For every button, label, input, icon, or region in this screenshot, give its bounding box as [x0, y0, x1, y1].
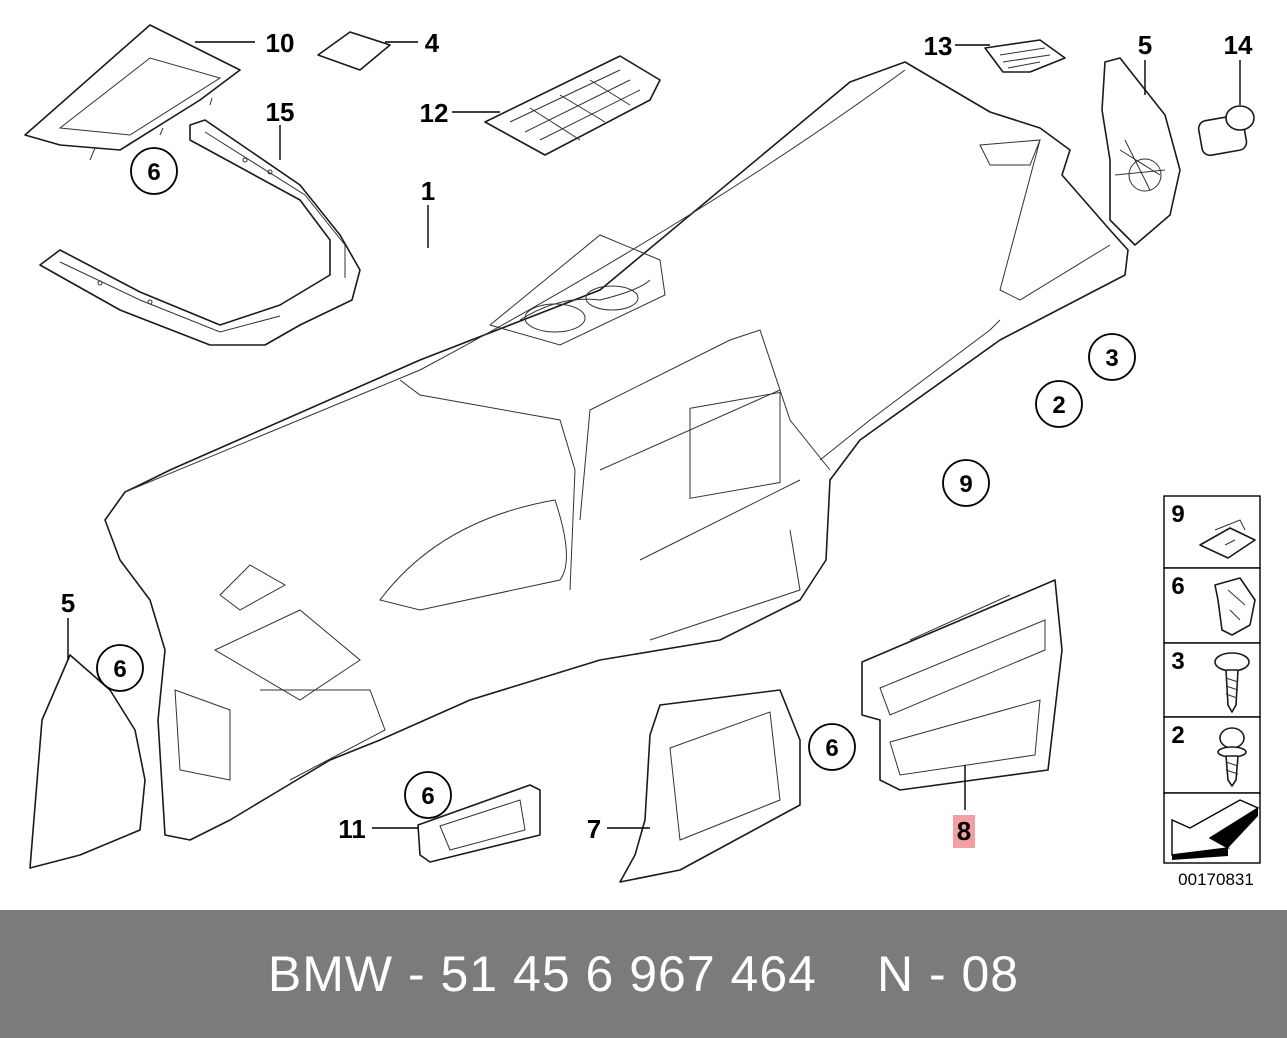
collar-screw-icon	[1217, 727, 1247, 787]
sticker-pad	[317, 31, 391, 71]
callout-12: 12	[420, 98, 449, 128]
callout-7: 7	[587, 814, 601, 844]
end-cover-left	[29, 654, 146, 869]
dashboard-panel	[104, 61, 1129, 841]
air-vent	[984, 39, 1066, 73]
part-number-banner: BMW - 51 45 6 967 464 N - 08	[0, 910, 1287, 1038]
speaker-grille	[484, 55, 661, 156]
flange-screw-icon	[1214, 652, 1250, 713]
callout-8-highlight	[953, 815, 975, 848]
callout-14: 14	[1224, 30, 1253, 60]
callout-1: 1	[421, 176, 435, 206]
callout-6-top: 6	[147, 159, 160, 186]
circled-callouts: 6 6 6 6 3 2 9	[96, 147, 1136, 819]
callout-labels: 1 4 5 5 7 10 11 12 13 14 15 8	[61, 28, 1253, 848]
clip-nut-icon	[1199, 519, 1256, 559]
callout-5-right: 5	[1138, 30, 1152, 60]
callout-13: 13	[924, 31, 953, 61]
diagram-id: 00170831	[1178, 870, 1254, 889]
callout-2: 2	[1052, 392, 1065, 419]
callout-5-left: 5	[61, 588, 75, 618]
callout-15: 15	[266, 97, 295, 127]
callout-4: 4	[425, 28, 440, 58]
callout-10: 10	[266, 28, 295, 58]
callout-8: 8	[957, 816, 971, 846]
spring-clip-icon	[1214, 577, 1256, 636]
callout-6-lower: 6	[421, 783, 434, 810]
legend-number-flange-screw: 3	[1171, 648, 1184, 675]
callout-6-left: 6	[113, 656, 126, 683]
callout-3: 3	[1105, 345, 1118, 372]
lock-cylinder	[1197, 105, 1255, 157]
diagram-position: N - 08	[876, 946, 1020, 1002]
end-cover-right	[1101, 57, 1181, 246]
callout-11: 11	[338, 814, 366, 844]
console-panel	[861, 579, 1063, 791]
carrier-bracket	[39, 119, 361, 346]
trim-frame-lower	[619, 689, 801, 883]
legend-number-collar-screw: 2	[1171, 722, 1184, 749]
callout-6-console: 6	[825, 735, 838, 762]
hardware-legend: 9 6 3 2 00170831	[1163, 495, 1261, 889]
trim-frame	[24, 24, 241, 161]
direction-arrow-icon	[1171, 799, 1260, 860]
callout-9: 9	[959, 471, 972, 498]
parts-diagram: 1 4 5 5 7 10 11 12 13 14 15 8 6 6 6 6 3 …	[24, 24, 1261, 889]
part-number: BMW - 51 45 6 967 464	[267, 946, 817, 1002]
legend-number-spring-clip: 6	[1171, 573, 1184, 600]
small-cover	[417, 784, 541, 863]
legend-number-clip-nut: 9	[1171, 501, 1184, 528]
leader-lines	[67, 41, 1241, 829]
